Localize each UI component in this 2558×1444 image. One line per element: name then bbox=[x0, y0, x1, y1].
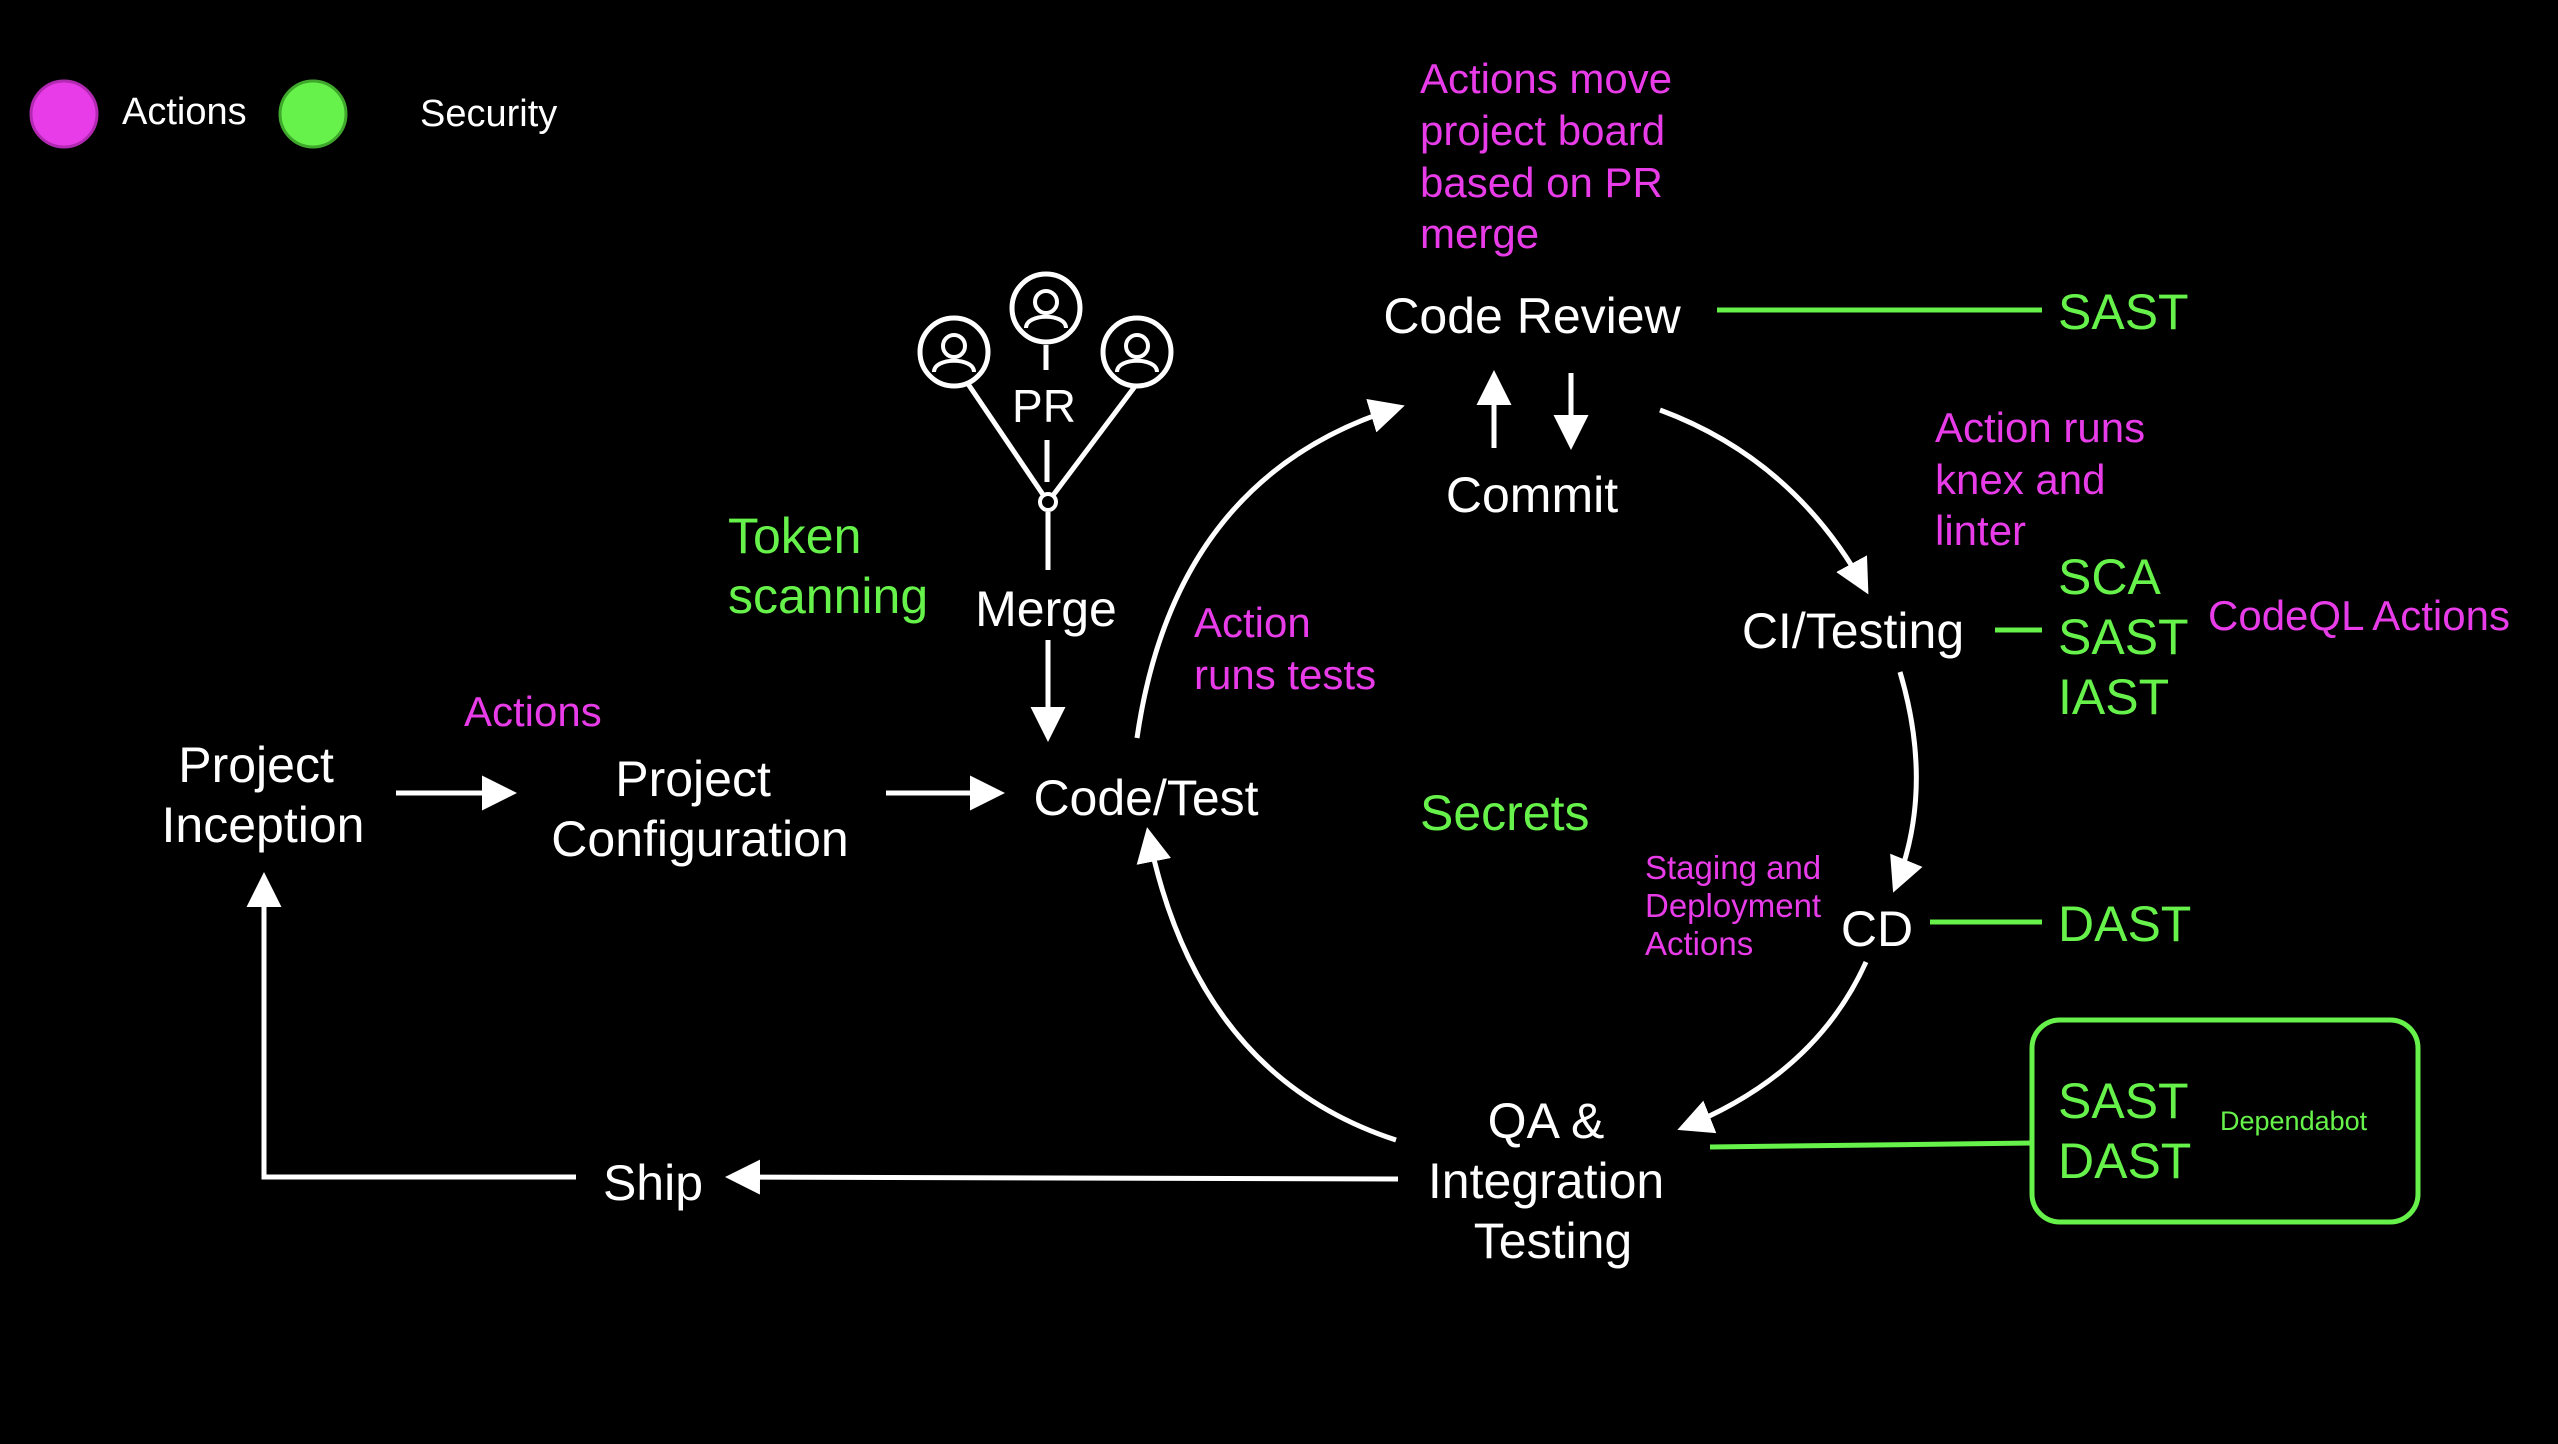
node-qa-line-1: QA & bbox=[1488, 1093, 1605, 1149]
node-ship: Ship bbox=[603, 1155, 703, 1211]
arrow-cd-to-qa bbox=[1677, 960, 1869, 1134]
security-link-qa bbox=[1709, 1140, 2033, 1150]
node-qa-line-2: Integration bbox=[1428, 1153, 1664, 1209]
ci-check-sast: SAST bbox=[2058, 609, 2188, 665]
node-project-inception-line-1: Project bbox=[178, 737, 334, 793]
node-project-inception: Project Inception bbox=[162, 737, 365, 853]
knex-linter-line-1: Action runs bbox=[1935, 404, 2145, 451]
legend-actions-label: Actions bbox=[122, 91, 247, 133]
qa-check-dast: DAST bbox=[2058, 1133, 2191, 1189]
node-commit: Commit bbox=[1446, 467, 1618, 523]
project-board-line-1: Actions move bbox=[1420, 55, 1672, 102]
security-note-qa-checks: SAST DAST bbox=[2058, 1073, 2202, 1189]
staging-line-3: Actions bbox=[1645, 925, 1753, 962]
runs-tests-line-2: runs tests bbox=[1194, 651, 1376, 698]
legend-actions-swatch bbox=[29, 79, 99, 149]
project-board-line-2: project board bbox=[1420, 107, 1665, 154]
node-project-inception-line-2: Inception bbox=[162, 797, 365, 853]
arrow-codereview-to-ci bbox=[1659, 407, 1869, 595]
pr-reviewers-group bbox=[959, 345, 1138, 570]
security-note-code-review-sast: SAST bbox=[2058, 284, 2189, 340]
node-code-review: Code Review bbox=[1383, 288, 1681, 344]
actions-note-staging-deployment: Staging and Deployment Actions bbox=[1645, 849, 1830, 962]
security-note-dependabot: Dependabot bbox=[2220, 1106, 2368, 1136]
node-project-configuration-line-1: Project bbox=[615, 751, 771, 807]
node-project-configuration: Project Configuration bbox=[551, 751, 848, 867]
security-note-token-scanning: Token scanning bbox=[728, 508, 928, 624]
security-note-cd-dast: DAST bbox=[2058, 896, 2191, 952]
actions-note-configuration: Actions bbox=[464, 688, 602, 735]
project-board-line-3: based on PR bbox=[1420, 159, 1663, 206]
legend-security-label: Security bbox=[420, 93, 557, 135]
arrow-ship-to-inception bbox=[246, 872, 576, 1180]
qa-check-sast: SAST bbox=[2058, 1073, 2188, 1129]
node-qa-integration-testing: QA & Integration Testing bbox=[1428, 1093, 1678, 1269]
node-qa-line-3: Testing bbox=[1474, 1213, 1632, 1269]
actions-note-runs-tests: Action runs tests bbox=[1194, 599, 1376, 698]
arrow-qa-to-codetest bbox=[1136, 827, 1397, 1143]
knex-linter-line-3: linter bbox=[1935, 507, 2026, 554]
staging-line-1: Staging and bbox=[1645, 849, 1821, 886]
project-board-line-4: merge bbox=[1420, 210, 1539, 257]
node-project-configuration-line-2: Configuration bbox=[551, 811, 848, 867]
token-scanning-line-1: Token bbox=[728, 508, 861, 564]
actions-note-knex-linter: Action runs knex and linter bbox=[1935, 404, 2157, 554]
reviewer-user-icon bbox=[1100, 315, 1174, 389]
staging-line-2: Deployment bbox=[1645, 887, 1821, 924]
merge-point-icon bbox=[1038, 492, 1058, 512]
reviewer-user-icon bbox=[1009, 271, 1083, 345]
knex-linter-line-2: knex and bbox=[1935, 456, 2105, 503]
qa-security-box bbox=[2029, 1017, 2421, 1225]
token-scanning-line-2: scanning bbox=[728, 568, 928, 624]
node-ci-testing: CI/Testing bbox=[1742, 603, 1964, 659]
node-code-test: Code/Test bbox=[1033, 770, 1258, 826]
security-note-secrets: Secrets bbox=[1420, 785, 1590, 841]
actions-note-codeql: CodeQL Actions bbox=[2208, 592, 2510, 639]
legend-security-swatch bbox=[278, 79, 348, 149]
arrow-codetest-to-codereview bbox=[1134, 398, 1405, 739]
legend: Actions Security bbox=[29, 79, 557, 149]
node-merge: Merge bbox=[975, 581, 1117, 637]
node-cd: CD bbox=[1841, 901, 1913, 957]
ci-check-sca: SCA bbox=[2058, 549, 2161, 605]
ci-check-iast: IAST bbox=[2058, 669, 2169, 725]
security-note-ci-checks: SCA SAST IAST bbox=[2058, 549, 2202, 725]
runs-tests-line-1: Action bbox=[1194, 599, 1311, 646]
reviewer-user-icon bbox=[917, 315, 991, 389]
arrow-qa-to-ship bbox=[725, 1159, 1399, 1195]
node-pr: PR bbox=[1012, 380, 1076, 432]
actions-note-project-board: Actions move project board based on PR m… bbox=[1420, 55, 1684, 257]
arrow-ci-to-cd bbox=[1890, 671, 1923, 893]
